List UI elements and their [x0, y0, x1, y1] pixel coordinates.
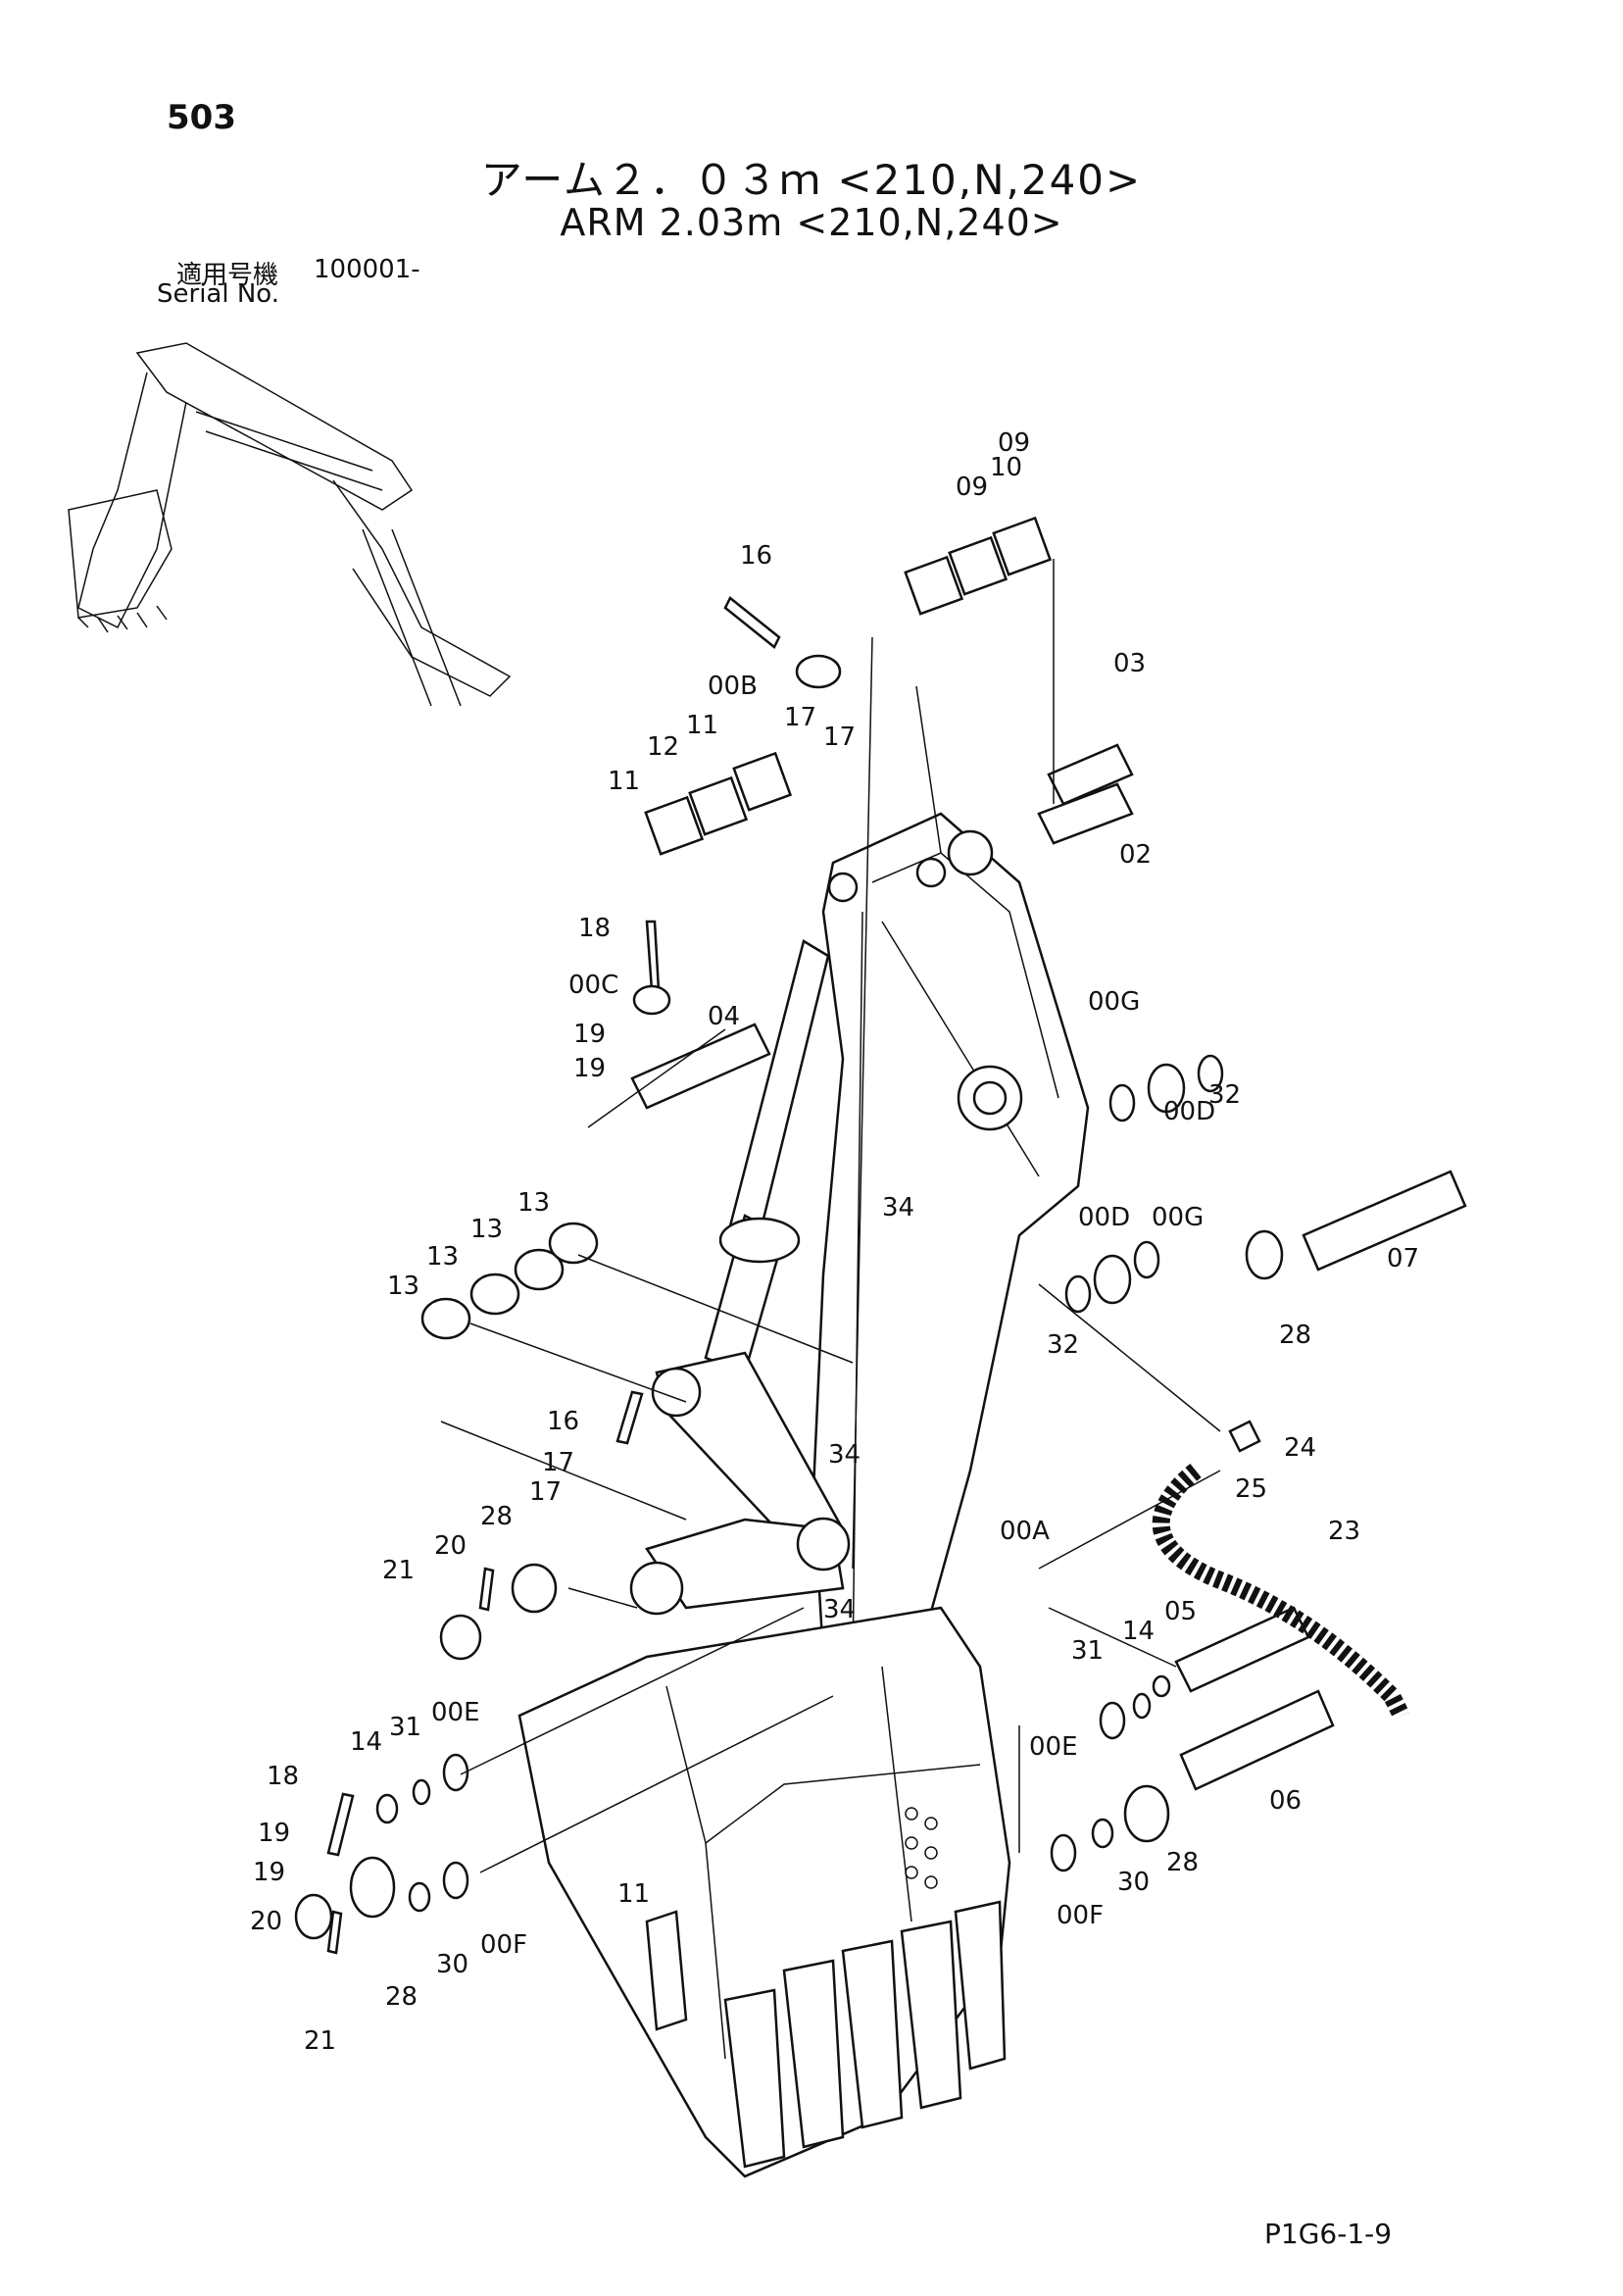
callout: 28: [480, 1502, 513, 1531]
callout: 19: [573, 1020, 606, 1049]
callout: 21: [382, 1556, 415, 1585]
callout: 00D: [1163, 1097, 1215, 1126]
callout: 09: [956, 473, 988, 502]
callout: 00C: [568, 971, 618, 1000]
pin-06: [1179, 1689, 1335, 1791]
callout: 14: [350, 1727, 382, 1757]
callout: 34: [882, 1193, 914, 1223]
serial-number-value: 100001-: [314, 255, 420, 284]
callout: 06: [1269, 1786, 1302, 1816]
page-number: 503: [167, 98, 236, 137]
callout: 24: [1284, 1433, 1316, 1463]
callout: 07: [1387, 1244, 1419, 1273]
callout: 34: [828, 1440, 861, 1470]
callout: 00E: [431, 1698, 480, 1727]
callout: 04: [708, 1002, 740, 1031]
callout: 02: [1119, 840, 1152, 870]
title-english: ARM 2.03m <210,N,240>: [560, 201, 1063, 244]
callout: 20: [250, 1907, 282, 1936]
callout: 32: [1208, 1080, 1241, 1110]
callout: 13: [470, 1215, 503, 1244]
excavator-overview-sketch: [68, 342, 512, 707]
callout: 11: [617, 1879, 650, 1909]
callout: 19: [258, 1819, 290, 1848]
callout: 28: [385, 1982, 418, 2012]
callout: 20: [434, 1531, 467, 1561]
callout: 00F: [480, 1930, 527, 1960]
callout: 17: [529, 1477, 562, 1507]
bolt-18-bottom: [326, 1792, 355, 1857]
callout: 18: [267, 1762, 299, 1791]
pin-20-mid: [478, 1567, 495, 1612]
callout: 12: [647, 732, 679, 762]
pin-02: [1037, 782, 1134, 845]
callout: 16: [547, 1407, 579, 1436]
callout: 00D: [1078, 1203, 1130, 1232]
callout: 19: [253, 1858, 285, 1887]
serial-label-english: Serial No.: [157, 279, 279, 309]
callout: 00F: [1057, 1901, 1104, 1930]
grease-hose-23: [1152, 1420, 1410, 1721]
bolt-16-mid: [615, 1390, 644, 1445]
callout: 17: [784, 703, 816, 732]
callout: 17: [823, 723, 856, 752]
callout: 30: [436, 1950, 468, 1979]
callout: 31: [389, 1713, 421, 1742]
callout: 14: [1122, 1617, 1155, 1646]
callout: 28: [1279, 1321, 1311, 1350]
washers-and-rings: [294, 516, 1284, 1940]
pins: [326, 596, 1467, 1955]
callout: 10: [990, 453, 1022, 482]
callout: 00G: [1152, 1203, 1204, 1232]
callout: 28: [1166, 1848, 1199, 1877]
bolt-18-top: [645, 920, 661, 992]
callout: 21: [304, 2026, 336, 2056]
pin-20-bottom: [326, 1910, 343, 1955]
drawing-code: P1G6-1-9: [1264, 2218, 1393, 2250]
callout: 13: [426, 1242, 459, 1272]
callout: 13: [387, 1272, 419, 1301]
assembly-lines: [440, 559, 1221, 1873]
callout: 00B: [708, 672, 758, 701]
pin-04: [630, 1023, 771, 1110]
serial-label-japanese: 適用号機: [176, 261, 279, 290]
callout: 09: [998, 428, 1030, 458]
callout: 23: [1328, 1517, 1360, 1546]
callout: 34: [823, 1595, 856, 1624]
callout: 11: [608, 767, 640, 796]
title-japanese: アーム２．０３ｍ <210,N,240>: [480, 156, 1143, 204]
callout: 25: [1235, 1474, 1267, 1504]
callout: 05: [1164, 1597, 1197, 1626]
callout: 30: [1117, 1868, 1150, 1897]
callout: 00G: [1088, 987, 1140, 1017]
pin-03: [1047, 743, 1134, 806]
bucket: [517, 1606, 1011, 2178]
callout: 00E: [1029, 1732, 1078, 1762]
callout: 00A: [1000, 1517, 1050, 1546]
callout: 13: [517, 1188, 550, 1218]
pin-07: [1302, 1170, 1467, 1272]
callout: 11: [686, 711, 718, 740]
bolt-16-top: [723, 596, 781, 649]
callout: 16: [740, 541, 772, 571]
callout: 31: [1071, 1636, 1104, 1666]
callout: 32: [1047, 1330, 1079, 1360]
callout: 18: [578, 914, 611, 943]
callout: 19: [573, 1054, 606, 1083]
callout: 17: [542, 1448, 574, 1477]
callout-labels: 09 10 09 16 00B 17 17 03 02 11 12 11 18 …: [250, 428, 1419, 2056]
callout: 03: [1113, 649, 1146, 678]
